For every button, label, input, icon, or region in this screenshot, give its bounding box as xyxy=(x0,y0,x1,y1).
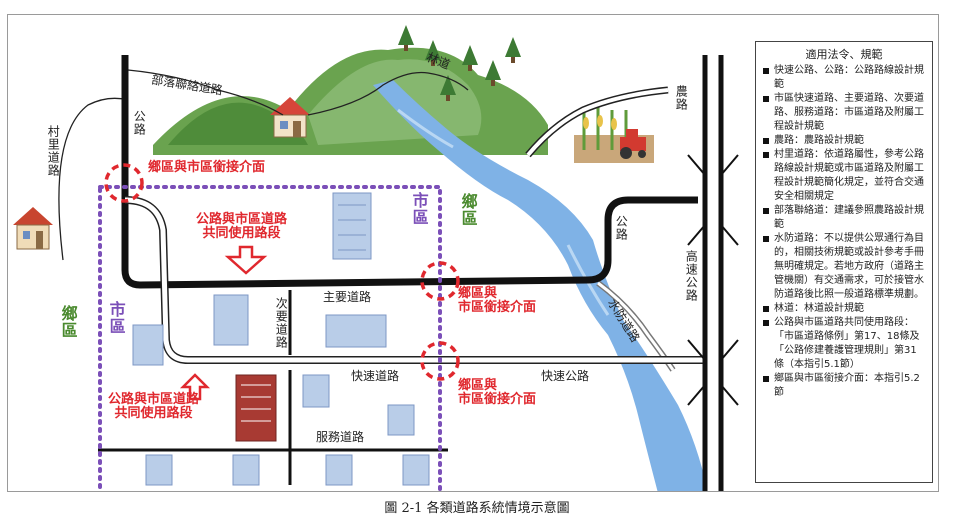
rural-label-1: 鄉區 xyxy=(458,193,478,227)
legend-item: 農路：農路設計規範 xyxy=(762,134,926,148)
expressway xyxy=(124,196,708,364)
village-road-label: 村里道路 xyxy=(46,125,61,177)
interface-circles xyxy=(104,163,460,381)
regulation-legend: 適用法令、規範 快速公路、公路：公路路線設計規範 市區快速道路、主要道路、次要道… xyxy=(755,41,933,483)
legend-item: 水防道路：不以提供公眾通行為目的，相關技術規範或設計參考手冊無明確規定。若地方政… xyxy=(762,232,926,302)
public-road-label-1: 公路 xyxy=(132,110,147,136)
forest-trees xyxy=(398,25,521,101)
legend-title: 適用法令、規範 xyxy=(805,48,883,61)
city-label-1: 市區 xyxy=(409,192,429,226)
diagram-frame: 村里道路 部落聯絡道路 公路 林道 農路 公路 高速公路 水防道路 主要道路 次… xyxy=(7,14,939,492)
legend-item: 快速公路、公路：公路路線設計規範 xyxy=(762,64,926,92)
highway xyxy=(687,55,739,491)
legend-item: 林道：林道設計規範 xyxy=(762,302,926,316)
thin-roads xyxy=(58,69,469,261)
secondary-road-label: 次要道路 xyxy=(274,297,289,349)
road-scene-svg xyxy=(13,25,739,491)
village-house-icon xyxy=(13,207,53,250)
legend-item: 市區快速道路、主要道路、次要道路、服務道路：市區道路及附屬工程設計規範 xyxy=(762,92,926,134)
main-road-label: 主要道路 xyxy=(323,290,372,304)
highway-label: 高速公路 xyxy=(684,250,699,302)
shared-segment-arrows xyxy=(179,245,268,401)
expressway-rural-label: 快速公路 xyxy=(541,369,590,383)
interface-label-1: 鄉區與市區銜接介面 xyxy=(148,160,266,175)
legend-item: 村里道路：依道路屬性，參考公路路線設計規範或市區道路及附屬工程設計規範簡化規定，… xyxy=(762,148,926,204)
mountain-house-icon xyxy=(270,97,310,138)
city-label-2: 市區 xyxy=(106,301,126,335)
legend-item: 部落聯絡道：建議參照農路設計規範 xyxy=(762,204,926,232)
farm-road xyxy=(525,86,669,158)
river xyxy=(373,80,708,491)
public-road-label-2: 公路 xyxy=(614,215,629,241)
interface-label-2: 鄉區與 市區銜接介面 xyxy=(458,286,537,316)
city-boundary xyxy=(98,185,442,491)
main-road xyxy=(121,55,698,289)
legend-item: 公路與市區道路共同使用路段：「市區道路條例」第17、18條及「公路修建養護管理規… xyxy=(762,316,926,372)
farm-road-label: 農路 xyxy=(674,85,689,111)
figure-caption: 圖 2-1 各類道路系統情境示意圖 xyxy=(384,501,570,516)
shared-segment-label-2: 公路與市區道路 共同使用路段 xyxy=(108,392,200,422)
farm-icon xyxy=(574,107,654,163)
city-minor-roads xyxy=(98,290,448,485)
legend-item: 鄉區與市區銜接介面：本指引5.2節 xyxy=(762,372,926,400)
mountains xyxy=(153,47,548,155)
city-buildings xyxy=(132,192,430,486)
shared-segment-label-1: 公路與市區道路 共同使用路段 xyxy=(196,212,288,242)
rural-label-2: 鄉區 xyxy=(58,305,78,339)
service-road-label: 服務道路 xyxy=(316,430,365,444)
interface-label-3: 鄉區與 市區銜接介面 xyxy=(458,378,537,408)
expressway-city-label: 快速道路 xyxy=(351,369,400,383)
